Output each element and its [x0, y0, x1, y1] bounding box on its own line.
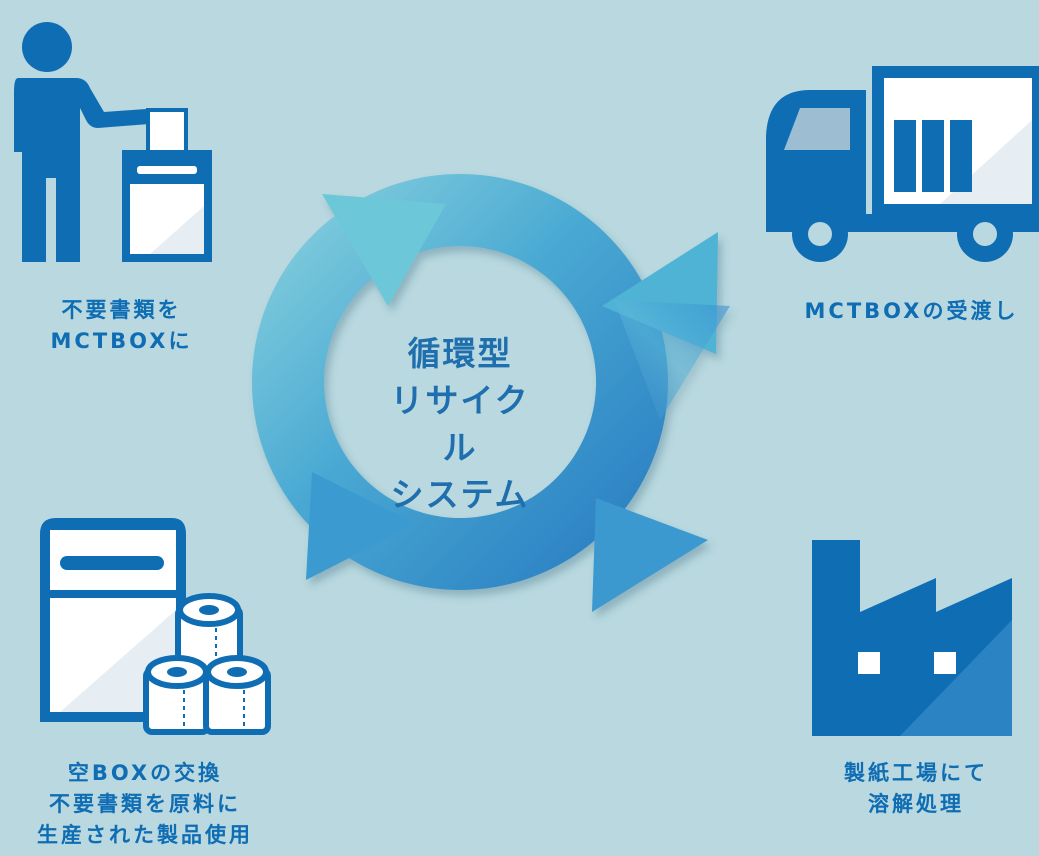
box-and-toilet-paper-icon	[40, 518, 271, 735]
step-dissolve-line-2: 溶解処理	[868, 792, 964, 816]
step-exchange-line-2: 不要書類を原料に	[49, 792, 241, 816]
center-title-line-3: システム	[390, 475, 530, 514]
center-title-line-2: リサイクル	[390, 381, 530, 467]
truck-icon	[766, 66, 1039, 262]
step-dispose-line-2: MCTBOXに	[50, 329, 193, 353]
center-title-line-1: 循環型	[407, 334, 513, 373]
step-handover-line-1: MCTBOXの受渡し	[804, 299, 1019, 323]
step-dissolve-label: 製紙工場にて 溶解処理	[806, 758, 1026, 820]
step-dissolve-line-1: 製紙工場にて	[844, 761, 988, 785]
step-exchange-line-3: 生産された製品使用	[37, 823, 253, 847]
step-dispose-line-1: 不要書類を	[61, 298, 182, 322]
center-title: 循環型 リサイクル システム	[380, 330, 540, 518]
step-dispose-label: 不要書類を MCTBOXに	[14, 295, 229, 357]
factory-icon	[812, 540, 1012, 736]
person-disposing-icon	[14, 22, 212, 262]
step-exchange-label: 空BOXの交換 不要書類を原料に 生産された製品使用	[0, 758, 290, 851]
cycle-arrows-icon	[251, 174, 730, 612]
step-handover-label: MCTBOXの受渡し	[784, 296, 1039, 327]
step-exchange-line-1: 空BOXの交換	[67, 761, 223, 785]
